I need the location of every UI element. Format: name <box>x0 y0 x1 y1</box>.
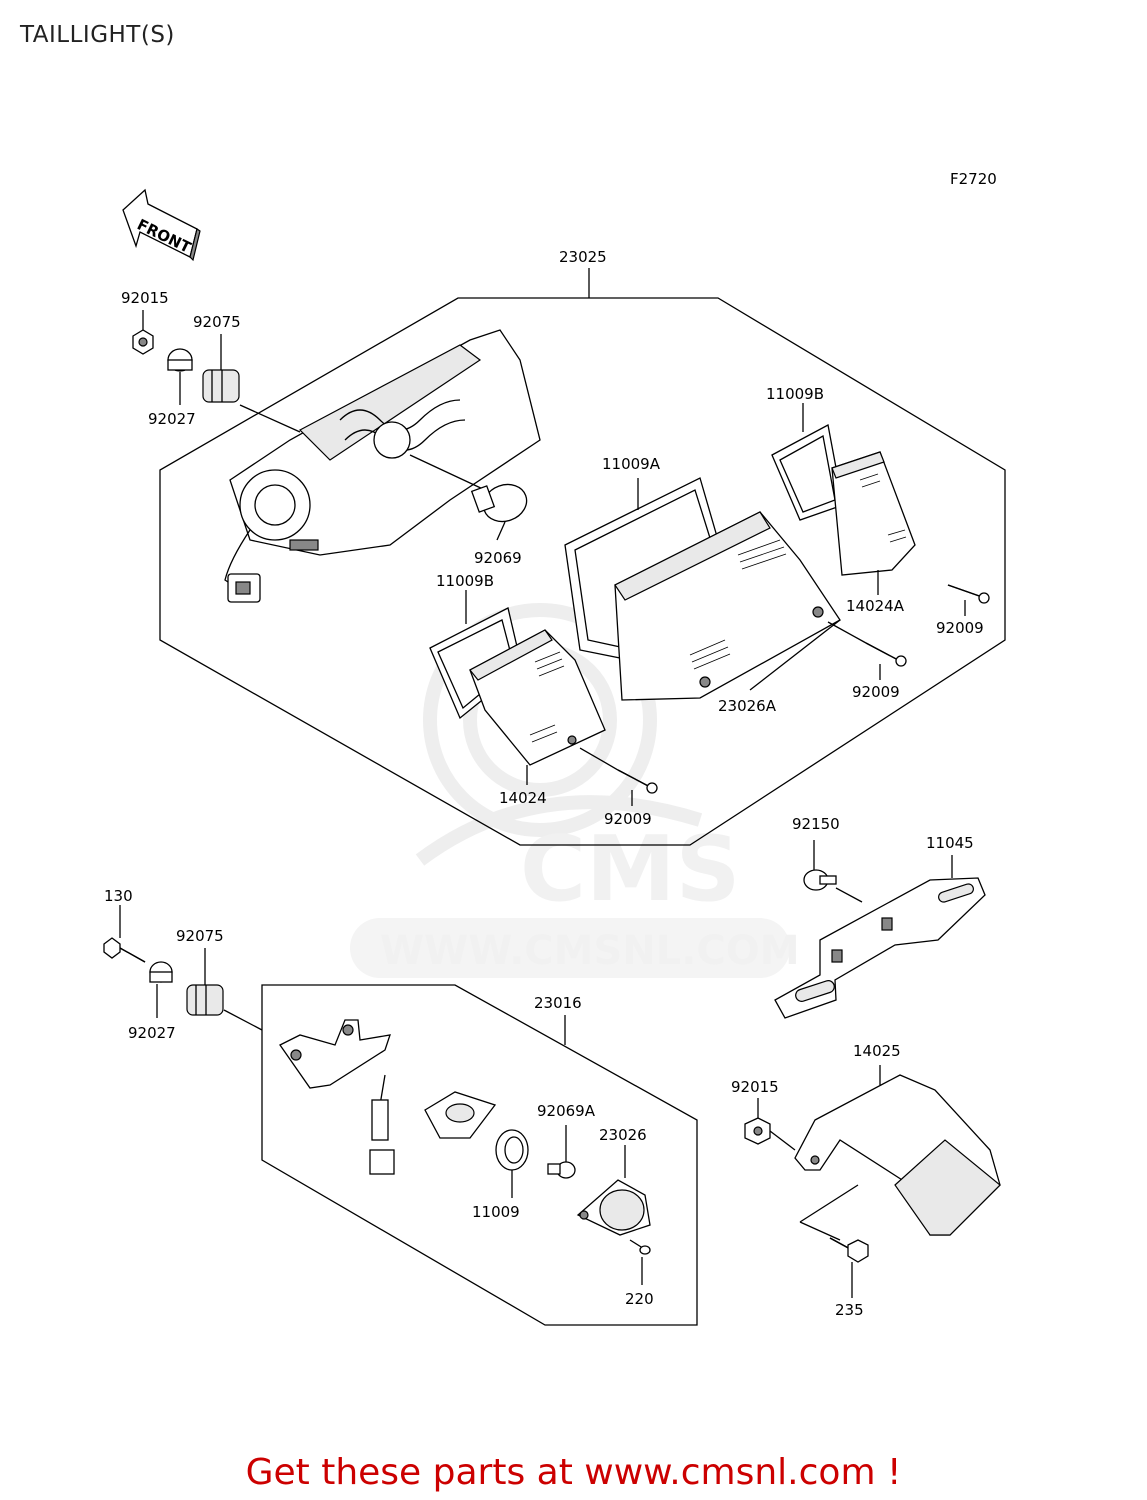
front-arrow-icon: FRONT <box>122 188 201 262</box>
promo-link[interactable]: Get these parts at www.cmsnl.com ! <box>245 1452 902 1493</box>
nut-92015-bottom <box>744 1098 796 1151</box>
label-23025: 23025 <box>559 248 607 266</box>
bulb-92069 <box>470 483 528 541</box>
watermark-brand: CMS <box>520 817 740 922</box>
lens-23026A <box>614 511 841 701</box>
parts-diagram: CMS WWW.CMSNL.COM F2720 FRONT <box>103 170 1006 1326</box>
label-23016: 23016 <box>534 994 582 1012</box>
figure-code: F2720 <box>950 170 997 188</box>
label-92009-mid: 92009 <box>852 683 900 701</box>
gasket-11009B-upper <box>771 403 844 521</box>
label-92027-top: 92027 <box>148 410 196 428</box>
damper-92075-bottom <box>186 948 263 1031</box>
label-14024: 14024 <box>499 789 547 807</box>
nut-92015-top <box>132 310 154 355</box>
label-130: 130 <box>104 887 133 905</box>
assembly-outline-23025 <box>159 297 1006 846</box>
label-92015-top: 92015 <box>121 289 169 307</box>
screw-220 <box>629 1239 651 1285</box>
label-11009A: 11009A <box>602 455 661 473</box>
license-light-base <box>279 1019 497 1175</box>
collar-92027-bottom <box>149 961 173 1018</box>
assembly-outline-23016 <box>261 984 698 1326</box>
label-92075-top: 92075 <box>193 313 241 331</box>
collar-92027-top <box>167 348 193 405</box>
cover-14025 <box>794 1065 1001 1241</box>
label-11009: 11009 <box>472 1203 520 1221</box>
label-11009B-lower: 11009B <box>436 572 494 590</box>
label-11045: 11045 <box>926 834 974 852</box>
label-220: 220 <box>625 1290 654 1308</box>
watermark-url: WWW.CMSNL.COM <box>380 928 800 974</box>
bolt-130 <box>103 905 146 963</box>
screw-235 <box>829 1237 869 1298</box>
screw-92009-bottom <box>579 747 658 806</box>
label-92150: 92150 <box>792 815 840 833</box>
screw-92009-right <box>947 584 990 616</box>
label-92009-bottom: 92009 <box>604 810 652 828</box>
label-14025: 14025 <box>853 1042 901 1060</box>
gasket-11009 <box>495 1129 529 1198</box>
label-235: 235 <box>835 1301 864 1319</box>
screw-92009-mid <box>827 621 907 680</box>
damper-92075-top <box>202 334 240 403</box>
label-92075-bottom: 92075 <box>176 927 224 945</box>
bracket-11045 <box>774 855 986 1019</box>
label-23026A: 23026A <box>718 697 777 715</box>
bulb-92069A <box>547 1125 576 1179</box>
lens-23026 <box>576 1145 651 1236</box>
label-14024A: 14024A <box>846 597 905 615</box>
page-title: TAILLIGHT(S) <box>20 22 175 48</box>
label-11009B-upper: 11009B <box>766 385 824 403</box>
bolt-92150 <box>803 840 863 903</box>
label-92069: 92069 <box>474 549 522 567</box>
label-92015-bottom: 92015 <box>731 1078 779 1096</box>
lens-14024A <box>831 451 916 595</box>
label-92009-right: 92009 <box>936 619 984 637</box>
lens-14024 <box>469 629 606 785</box>
label-92027-bottom: 92027 <box>128 1024 176 1042</box>
label-92069A: 92069A <box>537 1102 596 1120</box>
label-23026: 23026 <box>599 1126 647 1144</box>
taillight-housing <box>224 329 541 603</box>
